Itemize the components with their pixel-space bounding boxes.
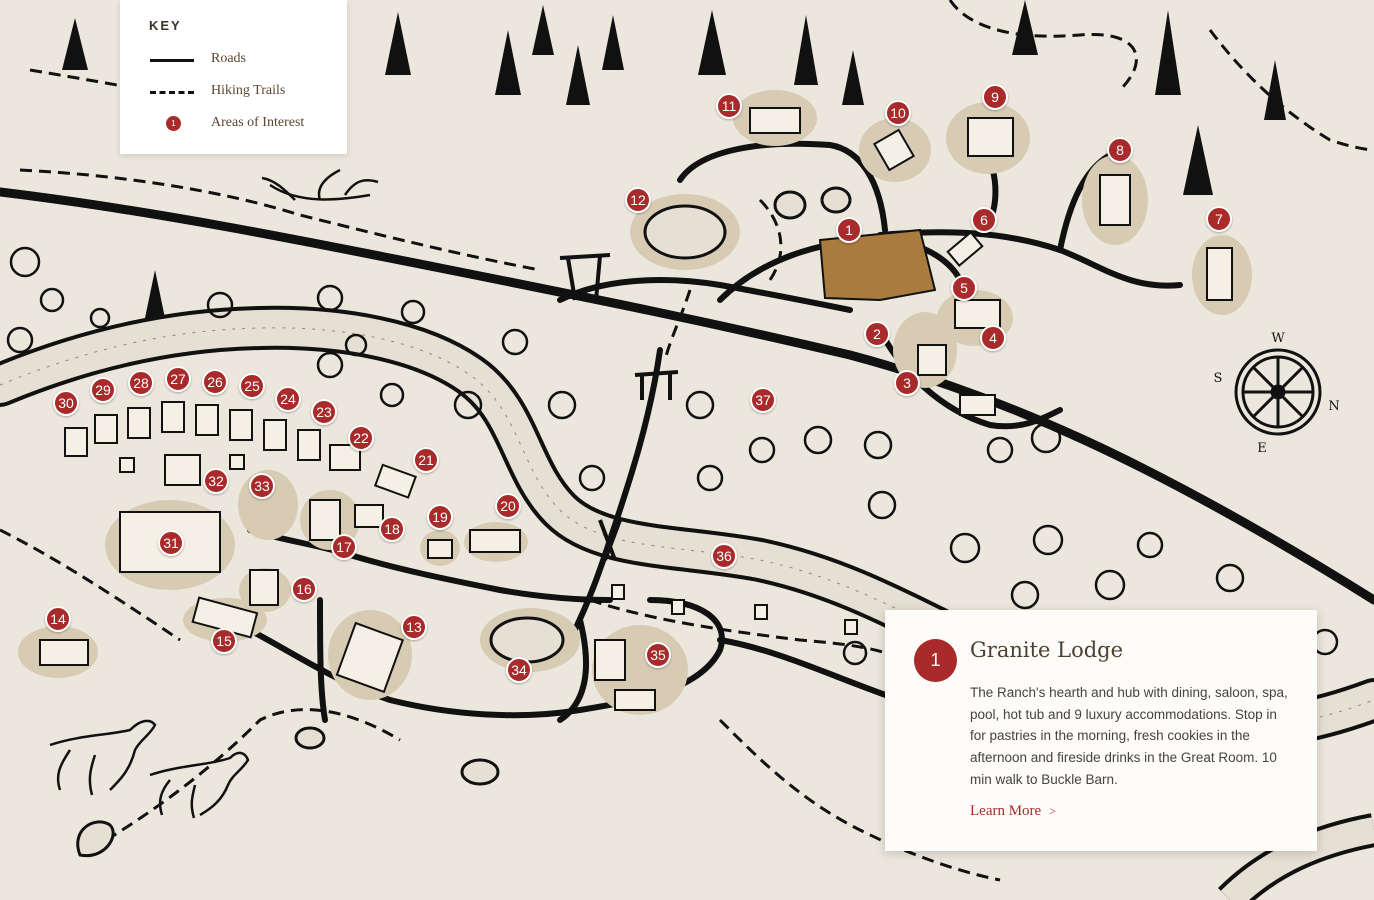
key-row-areas: 1 Areas of Interest <box>142 115 325 147</box>
info-card-number: 1 <box>914 639 957 682</box>
area-marker-24[interactable]: 24 <box>275 386 301 412</box>
area-marker-17[interactable]: 17 <box>331 534 357 560</box>
area-marker-7[interactable]: 7 <box>1206 206 1232 232</box>
area-marker-19[interactable]: 19 <box>427 504 453 530</box>
learn-more-label: Learn More <box>970 803 1042 819</box>
road-line-icon <box>150 59 194 62</box>
compass-label-w: W <box>1271 331 1285 346</box>
area-marker-32[interactable]: 32 <box>203 468 229 494</box>
area-marker-34[interactable]: 34 <box>506 657 532 683</box>
area-marker-10[interactable]: 10 <box>885 100 911 126</box>
compass-label-n: N <box>1328 399 1339 414</box>
area-marker-26[interactable]: 26 <box>202 369 228 395</box>
map-key: KEY Roads Hiking Trails 1 Areas of Inter… <box>120 0 347 154</box>
key-title: KEY <box>149 18 182 33</box>
area-marker-37[interactable]: 37 <box>750 387 776 413</box>
area-marker-icon: 1 <box>166 116 181 131</box>
area-marker-5[interactable]: 5 <box>951 275 977 301</box>
chevron-right-icon: > <box>1049 804 1056 818</box>
area-marker-1[interactable]: 1 <box>836 217 862 243</box>
compass-labels: W N E S <box>1214 331 1340 456</box>
area-marker-35[interactable]: 35 <box>645 642 671 668</box>
area-marker-8[interactable]: 8 <box>1107 137 1133 163</box>
antler-icon <box>261 168 379 201</box>
area-marker-9[interactable]: 9 <box>982 84 1008 110</box>
horse-icon-2 <box>149 751 250 819</box>
area-marker-33[interactable]: 33 <box>249 473 275 499</box>
buildings <box>39 107 1233 711</box>
bushes <box>6 246 1339 666</box>
area-marker-13[interactable]: 13 <box>401 614 427 640</box>
key-row-trails: Hiking Trails <box>142 83 325 115</box>
compass-rose <box>1234 348 1322 436</box>
key-label-areas: Areas of Interest <box>211 115 305 130</box>
decorations <box>49 168 379 819</box>
key-label-roads: Roads <box>211 51 246 66</box>
area-marker-23[interactable]: 23 <box>311 399 337 425</box>
area-info-card: 1 Granite Lodge The Ranch's hearth and h… <box>885 610 1317 851</box>
bridges <box>559 253 679 561</box>
area-marker-27[interactable]: 27 <box>165 366 191 392</box>
area-marker-4[interactable]: 4 <box>980 325 1006 351</box>
ponds <box>76 186 852 858</box>
area-marker-16[interactable]: 16 <box>291 576 317 602</box>
area-marker-2[interactable]: 2 <box>864 321 890 347</box>
area-marker-25[interactable]: 25 <box>239 373 265 399</box>
area-marker-22[interactable]: 22 <box>348 425 374 451</box>
area-marker-18[interactable]: 18 <box>379 516 405 542</box>
area-marker-20[interactable]: 20 <box>495 493 521 519</box>
learn-more-link[interactable]: Learn More > <box>970 803 1056 820</box>
area-marker-31[interactable]: 31 <box>158 530 184 556</box>
key-row-roads: Roads <box>142 51 325 83</box>
horse-icon <box>49 719 157 796</box>
area-marker-3[interactable]: 3 <box>894 370 920 396</box>
info-card-description: The Ranch's hearth and hub with dining, … <box>970 685 1288 787</box>
trees <box>62 0 1286 318</box>
area-marker-12[interactable]: 12 <box>625 187 651 213</box>
trail-line-icon <box>150 91 194 94</box>
area-marker-28[interactable]: 28 <box>128 370 154 396</box>
area-marker-21[interactable]: 21 <box>413 447 439 473</box>
compass-label-s: S <box>1214 371 1223 386</box>
compass-label-e: E <box>1257 441 1267 456</box>
area-marker-14[interactable]: 14 <box>45 606 71 632</box>
info-card-title: Granite Lodge <box>970 638 1124 662</box>
area-marker-36[interactable]: 36 <box>711 543 737 569</box>
area-marker-11[interactable]: 11 <box>716 93 742 119</box>
area-marker-6[interactable]: 6 <box>971 207 997 233</box>
area-marker-15[interactable]: 15 <box>211 628 237 654</box>
area-marker-29[interactable]: 29 <box>90 377 116 403</box>
area-marker-30[interactable]: 30 <box>53 390 79 416</box>
key-label-trails: Hiking Trails <box>211 83 286 98</box>
